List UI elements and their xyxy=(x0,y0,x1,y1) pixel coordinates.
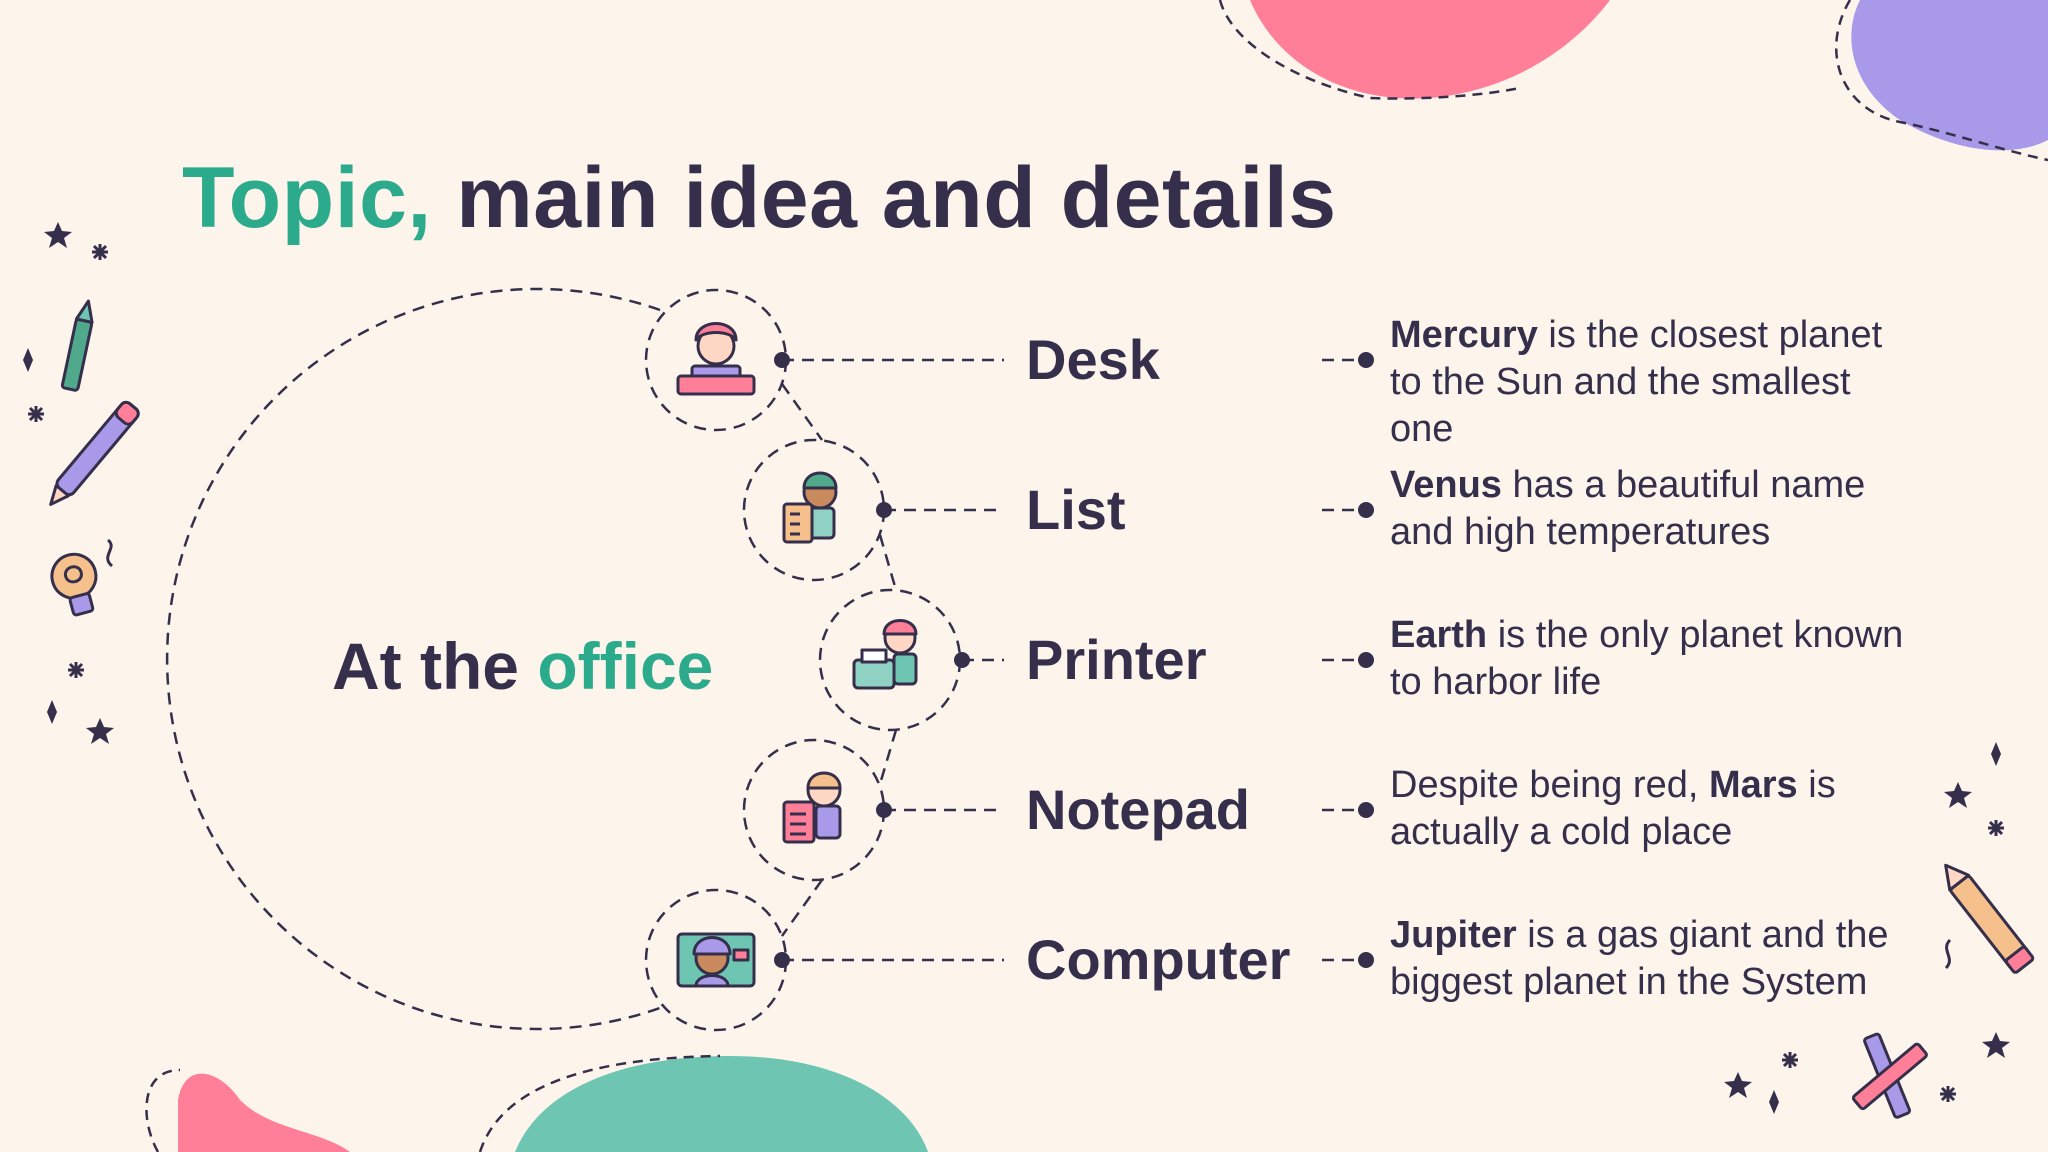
item-label-list: List xyxy=(1026,478,1126,541)
lightbulb-icon xyxy=(50,552,98,617)
chain-connector-2 xyxy=(878,534,898,591)
dot-desc-1 xyxy=(1358,352,1374,368)
dot-desc-5 xyxy=(1358,952,1374,968)
description-mars: Despite being red, Mars is actually a co… xyxy=(1390,764,1836,853)
sparkle-icon xyxy=(1940,1086,1956,1102)
person-with-printer-icon xyxy=(852,619,918,690)
squiggle-left xyxy=(106,538,114,568)
diamond-sparkle-icon xyxy=(47,700,57,724)
description-jupiter: Jupiter is a gas giant and the biggest p… xyxy=(1390,914,1889,1003)
person-on-computer-screen-icon xyxy=(676,932,756,988)
center-label: At the office xyxy=(332,628,713,704)
diamond-sparkle-icon xyxy=(1991,742,2001,766)
pink-blob-bottom xyxy=(178,1073,350,1152)
star-icon xyxy=(1944,782,1972,808)
pink-blob-top-outline xyxy=(1218,0,1521,100)
sparkle-icon xyxy=(1988,820,2004,836)
person-with-clipboard-icon xyxy=(782,771,842,844)
chain-connector-4 xyxy=(780,879,824,937)
dot-desc-3 xyxy=(1358,652,1374,668)
center-label-prefix: At the xyxy=(332,629,519,703)
title-highlight: Topic, xyxy=(182,150,432,246)
description-venus: Venus has a beautiful name and high temp… xyxy=(1390,464,1866,553)
sparkle-icon xyxy=(28,406,44,422)
pink-blob-top xyxy=(1250,0,1610,99)
dot-notepad xyxy=(876,802,892,818)
pen-icon xyxy=(49,400,140,506)
item-label-desk: Desk xyxy=(1026,328,1160,391)
star-icon xyxy=(1982,1032,2010,1058)
diamond-sparkle-icon xyxy=(23,348,33,372)
dot-computer xyxy=(774,952,790,968)
item-label-printer: Printer xyxy=(1026,628,1207,691)
dot-desk xyxy=(774,352,790,368)
item-label-notepad: Notepad xyxy=(1026,778,1250,841)
person-with-checklist-icon xyxy=(782,471,838,544)
description-mercury: Mercury is the closest planet to the Sun… xyxy=(1390,314,1883,450)
teal-blob xyxy=(515,1056,928,1152)
sparkle-icon xyxy=(68,662,84,678)
page-title: Topic, main idea and details xyxy=(182,148,1337,248)
crossed-crayons-icon xyxy=(1851,1032,1928,1119)
sparkle-icon xyxy=(1782,1052,1798,1068)
pink-blob-bottom-outline xyxy=(145,1068,181,1152)
chain-connector-3 xyxy=(878,729,898,785)
teal-blob-outline xyxy=(478,1054,721,1152)
sparkle-icon xyxy=(92,244,108,260)
pencil-icon xyxy=(1944,863,2035,974)
center-label-highlight: office xyxy=(537,629,714,703)
crayon-icon xyxy=(60,299,94,392)
dot-printer xyxy=(954,652,970,668)
dot-desc-2 xyxy=(1358,502,1374,518)
person-at-desk-icon xyxy=(676,322,756,396)
star-icon xyxy=(1724,1072,1752,1098)
item-label-computer: Computer xyxy=(1026,928,1291,991)
purple-blob-outline xyxy=(1835,0,2048,162)
chain-connector-1 xyxy=(780,383,824,441)
dot-desc-4 xyxy=(1358,802,1374,818)
dot-list xyxy=(876,502,892,518)
squiggle-right xyxy=(1944,938,1952,970)
star-icon xyxy=(86,718,114,744)
big-arc xyxy=(165,287,661,1031)
description-earth: Earth is the only planet known to harbor… xyxy=(1390,614,1904,703)
star-icon xyxy=(44,222,72,248)
diamond-sparkle-icon xyxy=(1769,1090,1779,1114)
title-rest: main idea and details xyxy=(456,150,1337,246)
purple-blob xyxy=(1851,0,2048,151)
